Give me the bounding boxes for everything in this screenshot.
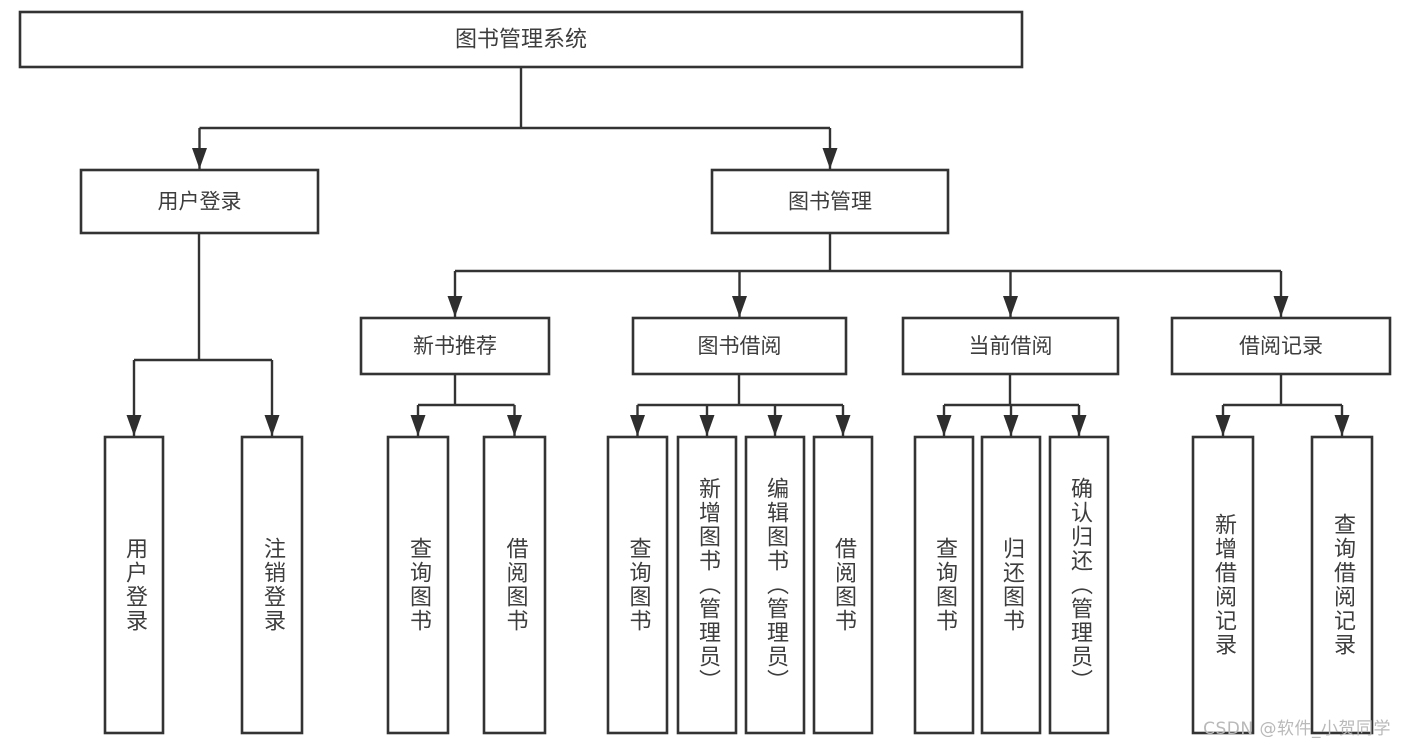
arrow-head-icon [1003,415,1019,436]
node-label-book-borrow: 图书借阅 [698,334,782,358]
node-box-leaf-query-book-borrow[interactable] [606,435,669,735]
node-box-leaf-edit-book-admin[interactable] [744,435,806,735]
watermark-text: CSDN @软件_小贺同学 [1203,719,1391,739]
arrow-head-icon [447,296,463,317]
node-label-user-login: 用户登录 [158,190,242,214]
arrow-head-icon [699,415,715,436]
node-box-leaf-borrow-book[interactable] [812,435,874,735]
arrow-head-icon [1273,296,1289,317]
arrow-head-icon [1334,415,1350,436]
node-box-current-borrow[interactable] [901,316,1120,376]
node-box-leaf-query-borrow-record[interactable] [1310,435,1374,735]
arrow-head-icon [936,415,952,436]
node-label-borrow-record: 借阅记录 [1239,334,1323,358]
node-label-book-manage: 图书管理 [788,190,872,214]
arrow-head-icon [732,296,747,317]
node-box-leaf-add-book-admin[interactable] [676,435,738,735]
arrow-head-icon [1003,296,1018,317]
node-box-user-login[interactable] [79,168,320,235]
node-box-leaf-add-borrow-record[interactable] [1191,435,1255,735]
edges-layer [126,67,1350,436]
node-box-leaf-return-book[interactable] [980,435,1042,735]
node-label-root: 图书管理系统 [455,28,587,53]
arrow-head-icon [264,415,280,436]
node-box-leaf-logout-login[interactable] [240,435,304,735]
node-box-new-book-recommend[interactable] [359,316,551,376]
nodes-layer [18,10,1392,735]
arrow-head-icon [1071,415,1087,436]
arrow-head-icon [410,415,426,436]
node-box-root[interactable] [18,10,1024,69]
node-label-new-book-recommend: 新书推荐 [413,334,497,358]
arrow-head-icon [822,148,838,169]
arrow-head-icon [126,415,142,436]
node-box-leaf-query-book-rec[interactable] [386,435,450,735]
arrow-head-icon [507,415,522,436]
arrow-head-icon [1215,415,1231,436]
node-box-leaf-borrow-book-rec[interactable] [482,435,547,735]
arrow-head-icon [767,415,783,436]
arrow-head-icon [192,148,207,169]
node-box-book-borrow[interactable] [631,316,848,376]
node-box-leaf-user-login[interactable] [103,435,165,735]
arrow-head-icon [630,415,645,436]
node-label-current-borrow: 当前借阅 [969,334,1053,358]
node-box-borrow-record[interactable] [1170,316,1392,376]
node-box-book-manage[interactable] [710,168,950,235]
node-box-leaf-query-book-current[interactable] [913,435,975,735]
node-box-leaf-confirm-return-admin[interactable] [1048,435,1110,735]
arrow-head-icon [835,415,851,436]
